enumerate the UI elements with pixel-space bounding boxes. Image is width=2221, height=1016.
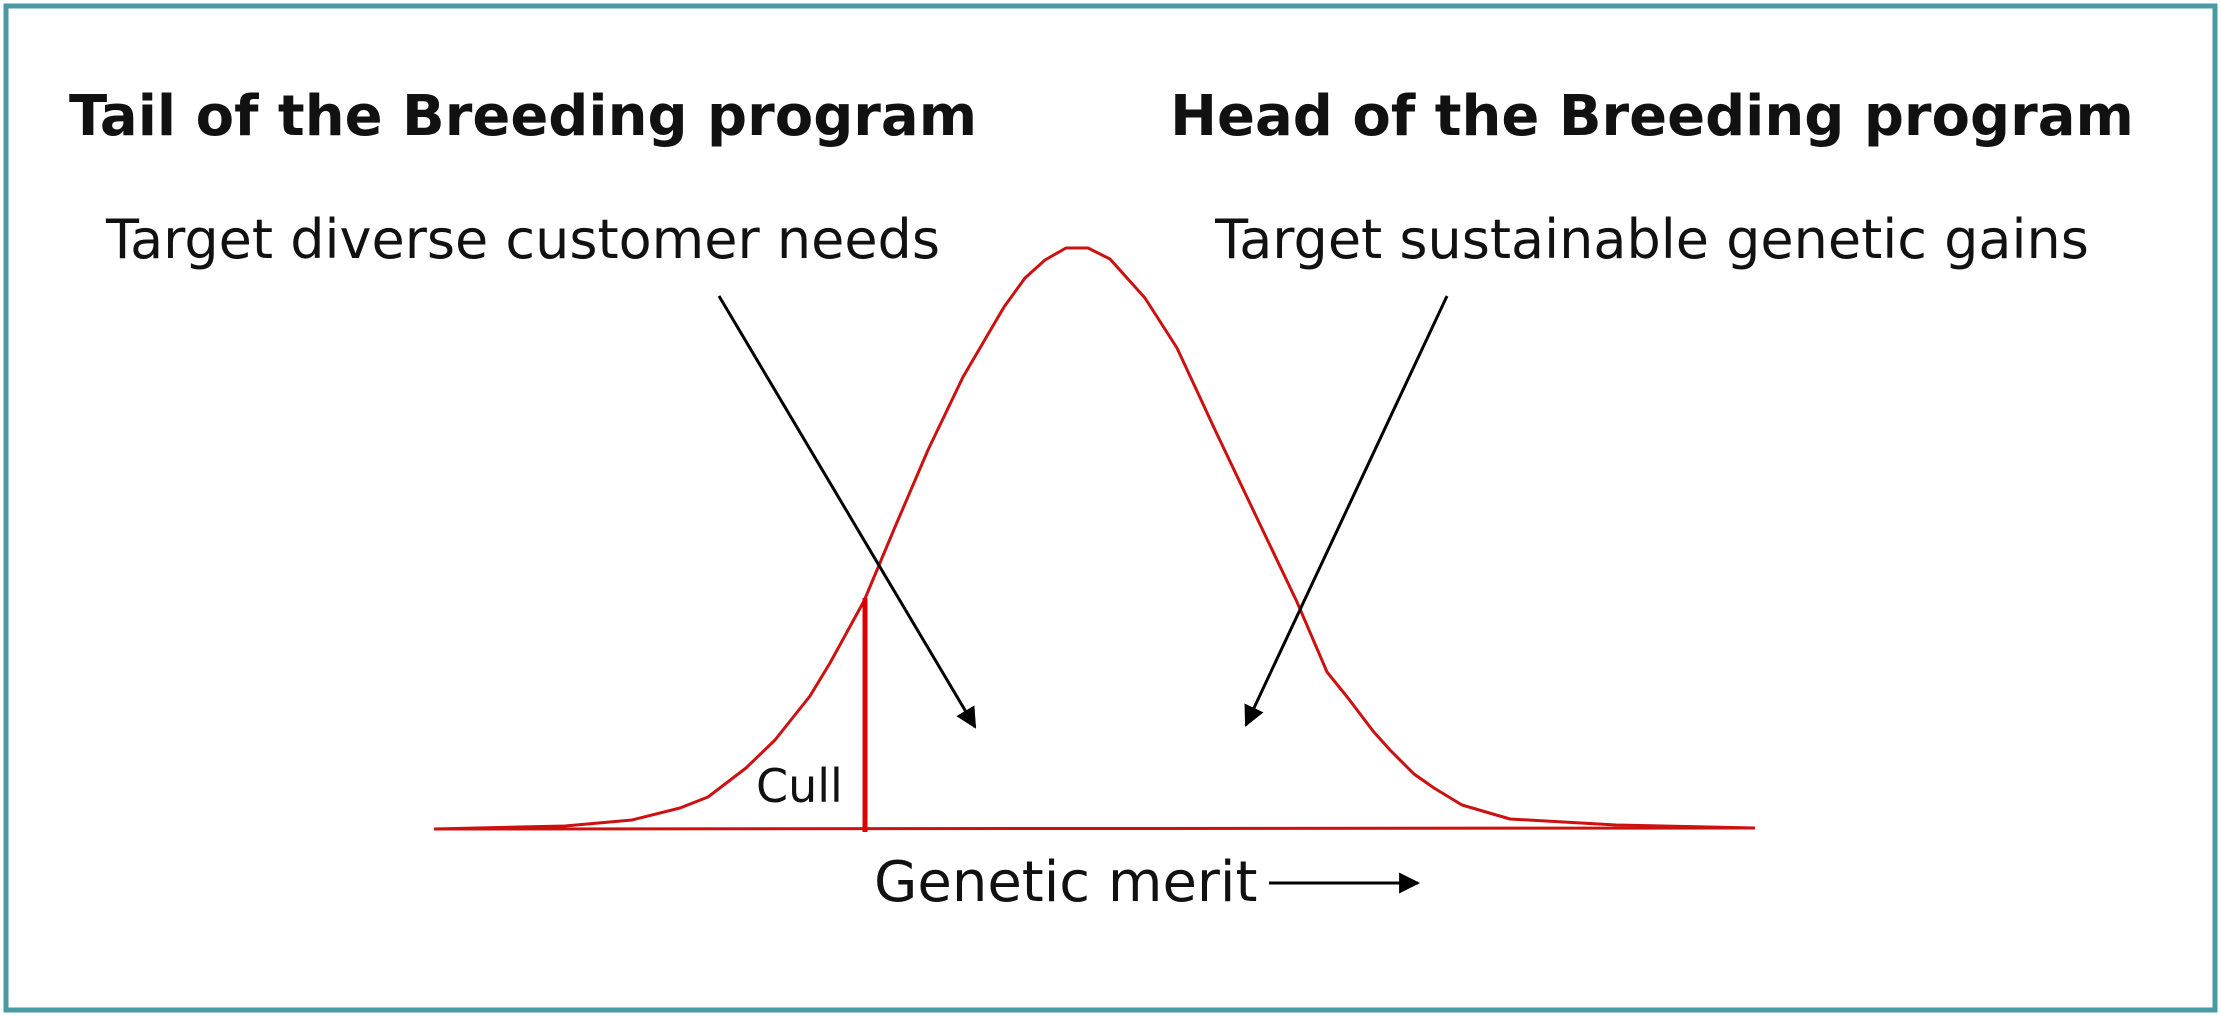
bell-curve bbox=[433, 246, 1756, 831]
axis-label: Genetic merit bbox=[874, 850, 1257, 915]
right-heading: Head of the Breeding program bbox=[1170, 84, 2134, 149]
left-heading: Tail of the Breeding program bbox=[69, 84, 977, 149]
baseline bbox=[433, 826, 1756, 831]
left-pointer-arrow bbox=[717, 295, 977, 729]
left-subtext: Target diverse customer needs bbox=[105, 208, 940, 271]
cull-label: Cull bbox=[756, 759, 843, 813]
right-pointer-arrow bbox=[1244, 295, 1449, 727]
diagram-border bbox=[3, 3, 2218, 1013]
right-subtext: Target sustainable genetic gains bbox=[1214, 208, 2089, 271]
